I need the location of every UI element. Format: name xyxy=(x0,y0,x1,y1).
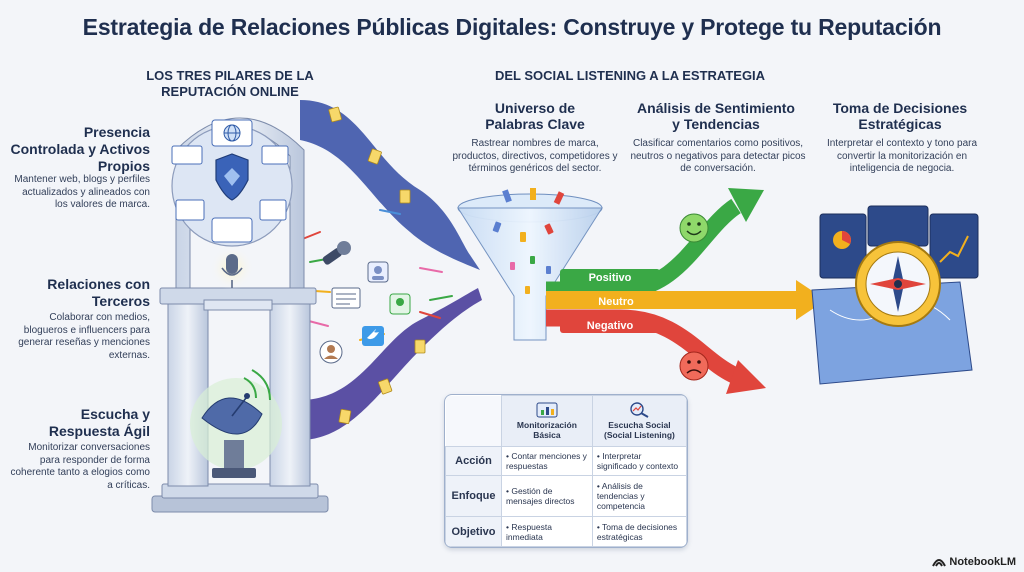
brand-name: NotebookLM xyxy=(949,556,1016,568)
smiley-icon xyxy=(679,213,709,243)
user-card-icon xyxy=(367,261,389,283)
row-label: Acción xyxy=(445,445,502,477)
bullet: • xyxy=(506,450,512,461)
bullet: • xyxy=(506,521,512,532)
bullet: • xyxy=(506,486,512,497)
microphone-icon xyxy=(322,241,351,265)
page-title: Estrategia de Relaciones Públicas Digita… xyxy=(82,14,942,40)
magnifier-icon xyxy=(630,402,649,418)
funnel-icon xyxy=(457,188,603,341)
table-col1-title: Monitorización Básica xyxy=(516,419,577,440)
shield-icon xyxy=(215,153,249,201)
table-corner xyxy=(445,395,502,447)
row-label: Objetivo xyxy=(445,516,502,547)
bullet: • xyxy=(596,450,603,461)
step-2-desc: Clasificar comentarios como positivos, n… xyxy=(630,138,806,174)
step-3-desc: Interpretar el contexto y tono para conv… xyxy=(826,138,978,174)
sentiment-negative-label: Negativo xyxy=(587,320,634,332)
pillar-2-desc: Colaborar con medios, blogueros e influe… xyxy=(18,312,150,361)
positive-arrow: Positivo xyxy=(546,188,764,299)
avatar-icon xyxy=(319,340,343,364)
flow-heading: DEL SOCIAL LISTENING A LA ESTRATEGIA xyxy=(494,68,766,83)
microphone-icon xyxy=(221,254,243,288)
cell-basic: Respuesta inmediata xyxy=(506,521,552,542)
cell-social: Toma de decisiones estratégicas xyxy=(596,521,678,542)
stream-top xyxy=(300,100,480,270)
pillar-3-desc: Monitorizar conversaciones para responde… xyxy=(10,442,150,491)
cell-social: Análisis de tendencias y competencia xyxy=(596,481,646,512)
cell-basic: Gestión de mensajes directos xyxy=(506,486,575,507)
twitter-icon xyxy=(362,326,384,346)
pillar-2-title: Relaciones con Terceros xyxy=(47,276,150,309)
cell-basic: Contar menciones y respuestas xyxy=(506,450,587,471)
pillar-3-title: Escucha y Respuesta Ágil xyxy=(48,406,150,439)
brand-watermark: NotebookLM xyxy=(932,556,1016,568)
pillar-1-title: Presencia Controlada y Activos Propios xyxy=(10,124,150,174)
sad-face-icon xyxy=(679,351,709,381)
data-confetti xyxy=(299,209,453,341)
newspaper-icon xyxy=(331,287,361,309)
stream-documents xyxy=(328,106,426,425)
bullet: • xyxy=(596,481,602,492)
bullet: • xyxy=(596,521,603,532)
table-row: Objetivo • Respuesta inmediata • Toma de… xyxy=(445,516,687,547)
step-1-title: Universo de Palabras Clave xyxy=(485,100,585,132)
strategy-map xyxy=(811,281,973,385)
satellite-dish-icon xyxy=(201,369,271,478)
comparison-table: Monitorización Básica Escucha Social (So… xyxy=(444,394,688,548)
table-row: Acción • Contar menciones y respuestas •… xyxy=(445,445,687,477)
table-header-social: Escucha Social (Social Listening) xyxy=(591,395,687,447)
table-col2-title: Escucha Social (Social Listening) xyxy=(604,419,675,440)
step-3-title: Toma de Decisiones Estratégicas xyxy=(832,100,968,132)
table-row: Enfoque • Gestión de mensajes directos •… xyxy=(445,475,687,518)
step-2-title: Análisis de Sentimiento y Tendencias xyxy=(637,100,795,132)
table-header-basic: Monitorización Básica xyxy=(501,395,593,447)
sentiment-positive-label: Positivo xyxy=(589,272,632,284)
step-1-desc: Rastrear nombres de marca, productos, di… xyxy=(452,138,618,174)
bar-chart-icon xyxy=(536,402,558,418)
sentiment-neutral-label: Neutro xyxy=(598,296,634,308)
cell-social: Interpretar significado y contexto xyxy=(596,450,679,471)
owned-assets-cluster xyxy=(171,119,293,247)
notebooklm-logo-icon xyxy=(932,559,947,567)
pillar-1-desc: Mantener web, blogs y perfiles actualiza… xyxy=(14,174,150,210)
dashboard-screens xyxy=(819,205,979,279)
pillars-heading: LOS TRES PILARES DE LA REPUTACIÓN ONLINE xyxy=(146,68,314,99)
row-label: Enfoque xyxy=(445,475,502,518)
negative-arrow: Negativo xyxy=(546,309,766,394)
globe-icon xyxy=(223,124,241,142)
compass-icon xyxy=(855,241,941,327)
reputation-temple xyxy=(151,117,329,513)
neutral-arrow: Neutro xyxy=(546,280,826,320)
profile-icon xyxy=(389,293,411,315)
